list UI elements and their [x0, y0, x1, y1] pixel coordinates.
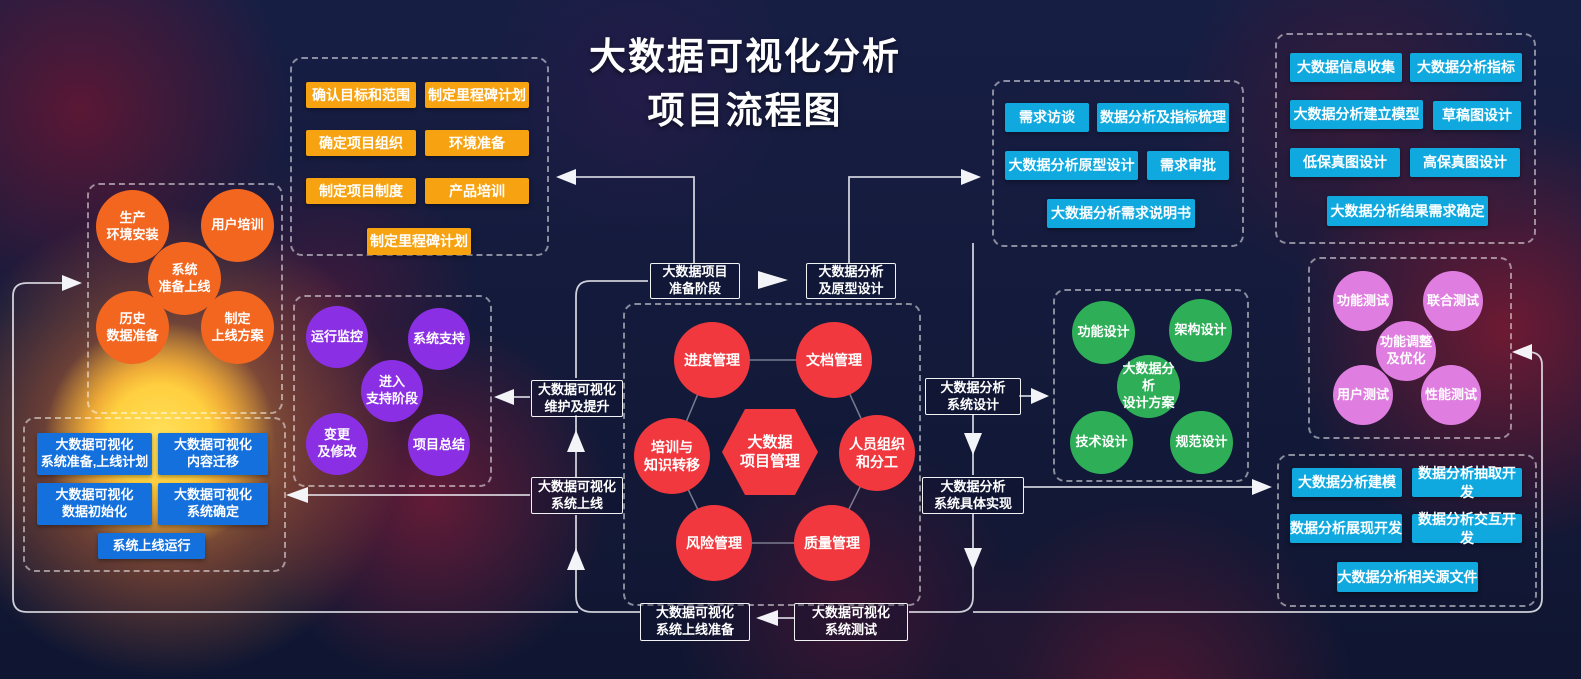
stage-label-launch-ready: 大数据可视化 系统上线准备	[640, 603, 750, 641]
design-circle: 功能设计	[1072, 301, 1135, 364]
support-circle: 系统支持	[408, 308, 470, 370]
analysis-task-box: 高保真图设计	[1410, 148, 1520, 177]
analysis-task-box: 低保真图设计	[1290, 148, 1400, 177]
test-circle: 联合测试	[1423, 271, 1483, 331]
management-hexagon: 大数据 项目管理	[722, 409, 818, 495]
arrow-online-to-maintain	[567, 430, 585, 452]
stage-label-maintain: 大数据可视化 维护及提升	[531, 380, 623, 417]
analysis-task-box: 大数据分析指标	[1410, 53, 1522, 82]
online-task-box: 系统上线运行	[98, 533, 205, 559]
launch-circle: 历史 数据准备	[96, 291, 169, 364]
design-circle: 架构设计	[1169, 299, 1232, 362]
test-group-border	[1308, 257, 1512, 439]
prep-task-box: 产品培训	[425, 178, 529, 204]
stage-label-design: 大数据分析 系统设计	[925, 378, 1021, 415]
arrow-up-to-online	[567, 548, 585, 570]
prep-task-box: 环境准备	[425, 130, 529, 156]
management-circle: 文档管理	[796, 322, 872, 398]
dev-task-box: 数据分析交互开发	[1412, 511, 1522, 546]
launch-circle: 用户培训	[201, 189, 274, 262]
requirement-task-box: 大数据分析原型设计	[1005, 151, 1138, 180]
arrow-test-to-launchready	[756, 610, 778, 626]
online-task-box: 大数据可视化 数据初始化	[37, 483, 152, 525]
management-circle: 质量管理	[794, 505, 870, 581]
arrow-to-test-group	[1512, 344, 1532, 360]
arrow-to-requirements	[961, 169, 981, 185]
dev-task-box: 大数据分析建模	[1292, 468, 1402, 497]
dev-task-box: 数据分析展现开发	[1290, 514, 1402, 543]
prep-task-box: 制定里程碑计划	[367, 228, 471, 255]
design-circle: 技术设计	[1070, 411, 1133, 474]
stage-label-prototype: 大数据分析 及原型设计	[806, 263, 896, 299]
dev-group-border	[1277, 454, 1537, 607]
support-group-border	[293, 295, 492, 487]
flow-arrowheads	[62, 169, 1532, 626]
arrow-implement-down	[964, 548, 982, 570]
online-group-border	[23, 417, 286, 572]
requirement-task-box: 需求访谈	[1005, 103, 1089, 132]
analysis-task-box: 草稿图设计	[1433, 101, 1521, 130]
requirement-task-box: 数据分析及指标梳理	[1097, 103, 1229, 132]
prep-task-box: 制定里程碑计划	[425, 82, 529, 108]
stage-label-test: 大数据可视化 系统测试	[794, 603, 908, 641]
support-circle: 项目总结	[408, 414, 470, 476]
management-circle: 人员组织 和分工	[839, 415, 915, 491]
dev-task-box: 大数据分析相关源文件	[1337, 562, 1478, 592]
online-task-box: 大数据可视化 内容迁移	[158, 433, 268, 475]
arrow-to-design-group	[1031, 388, 1049, 404]
test-circle: 功能调整 及优化	[1376, 321, 1436, 381]
management-circle: 风险管理	[676, 505, 752, 581]
launch-group-border	[87, 183, 283, 414]
management-circle: 进度管理	[674, 322, 750, 398]
arrow-to-online-group	[286, 487, 308, 503]
arrow-prep-to-prototype	[758, 271, 788, 289]
dev-task-box: 数据分析抽取开发	[1412, 465, 1522, 500]
management-circle: 培训与 知识转移	[634, 418, 710, 494]
launch-circle: 生产 环境安装	[96, 190, 169, 263]
stage-label-online: 大数据可视化 系统上线	[531, 477, 623, 514]
test-circle: 功能测试	[1333, 271, 1393, 331]
analysis-task-box: 大数据分析结果需求确定	[1327, 196, 1488, 226]
requirement-group-border	[992, 80, 1244, 247]
arrow-to-prep-tasks	[556, 169, 576, 185]
online-task-box: 大数据可视化 系统准备,上线计划	[37, 433, 152, 475]
arrow-design-to-implement	[964, 433, 982, 455]
launch-circle: 制定 上线方案	[201, 291, 274, 364]
stage-label-implement: 大数据分析 系统具体实现	[922, 477, 1024, 514]
page-title: 大数据可视化分析 项目流程图	[545, 38, 945, 129]
management-group-border	[623, 303, 921, 606]
online-task-box: 大数据可视化 系统确定	[158, 483, 268, 525]
arrow-to-support-group	[494, 389, 514, 405]
arrow-to-launch-circles	[62, 275, 82, 291]
design-group-border	[1053, 289, 1249, 482]
prep-group-border	[290, 57, 549, 256]
analysis-task-box: 大数据信息收集	[1290, 53, 1402, 82]
design-circle: 规范设计	[1170, 411, 1233, 474]
design-circle: 大数据分析 设计方案	[1117, 355, 1180, 418]
title-line1: 大数据可视化分析	[589, 36, 901, 77]
title-line2: 项目流程图	[647, 90, 843, 131]
arrow-to-dev-group	[1252, 479, 1272, 495]
prep-task-box: 制定项目制度	[306, 178, 416, 204]
analysis-task-box: 大数据分析建立模型	[1290, 100, 1423, 129]
requirement-task-box: 大数据分析需求说明书	[1047, 199, 1195, 228]
prep-task-box: 确定项目组织	[306, 130, 416, 156]
stage-label-prep: 大数据项目 准备阶段	[650, 263, 740, 299]
analysis-group-border	[1275, 33, 1536, 244]
test-circle: 用户测试	[1333, 365, 1393, 425]
test-circle: 性能测试	[1421, 365, 1481, 425]
support-circle: 运行监控	[306, 306, 368, 368]
prep-task-box: 确认目标和范围	[306, 82, 416, 108]
support-circle: 进入 支持阶段	[361, 360, 423, 422]
support-circle: 变更 及修改	[306, 413, 368, 475]
requirement-task-box: 需求审批	[1147, 151, 1229, 180]
